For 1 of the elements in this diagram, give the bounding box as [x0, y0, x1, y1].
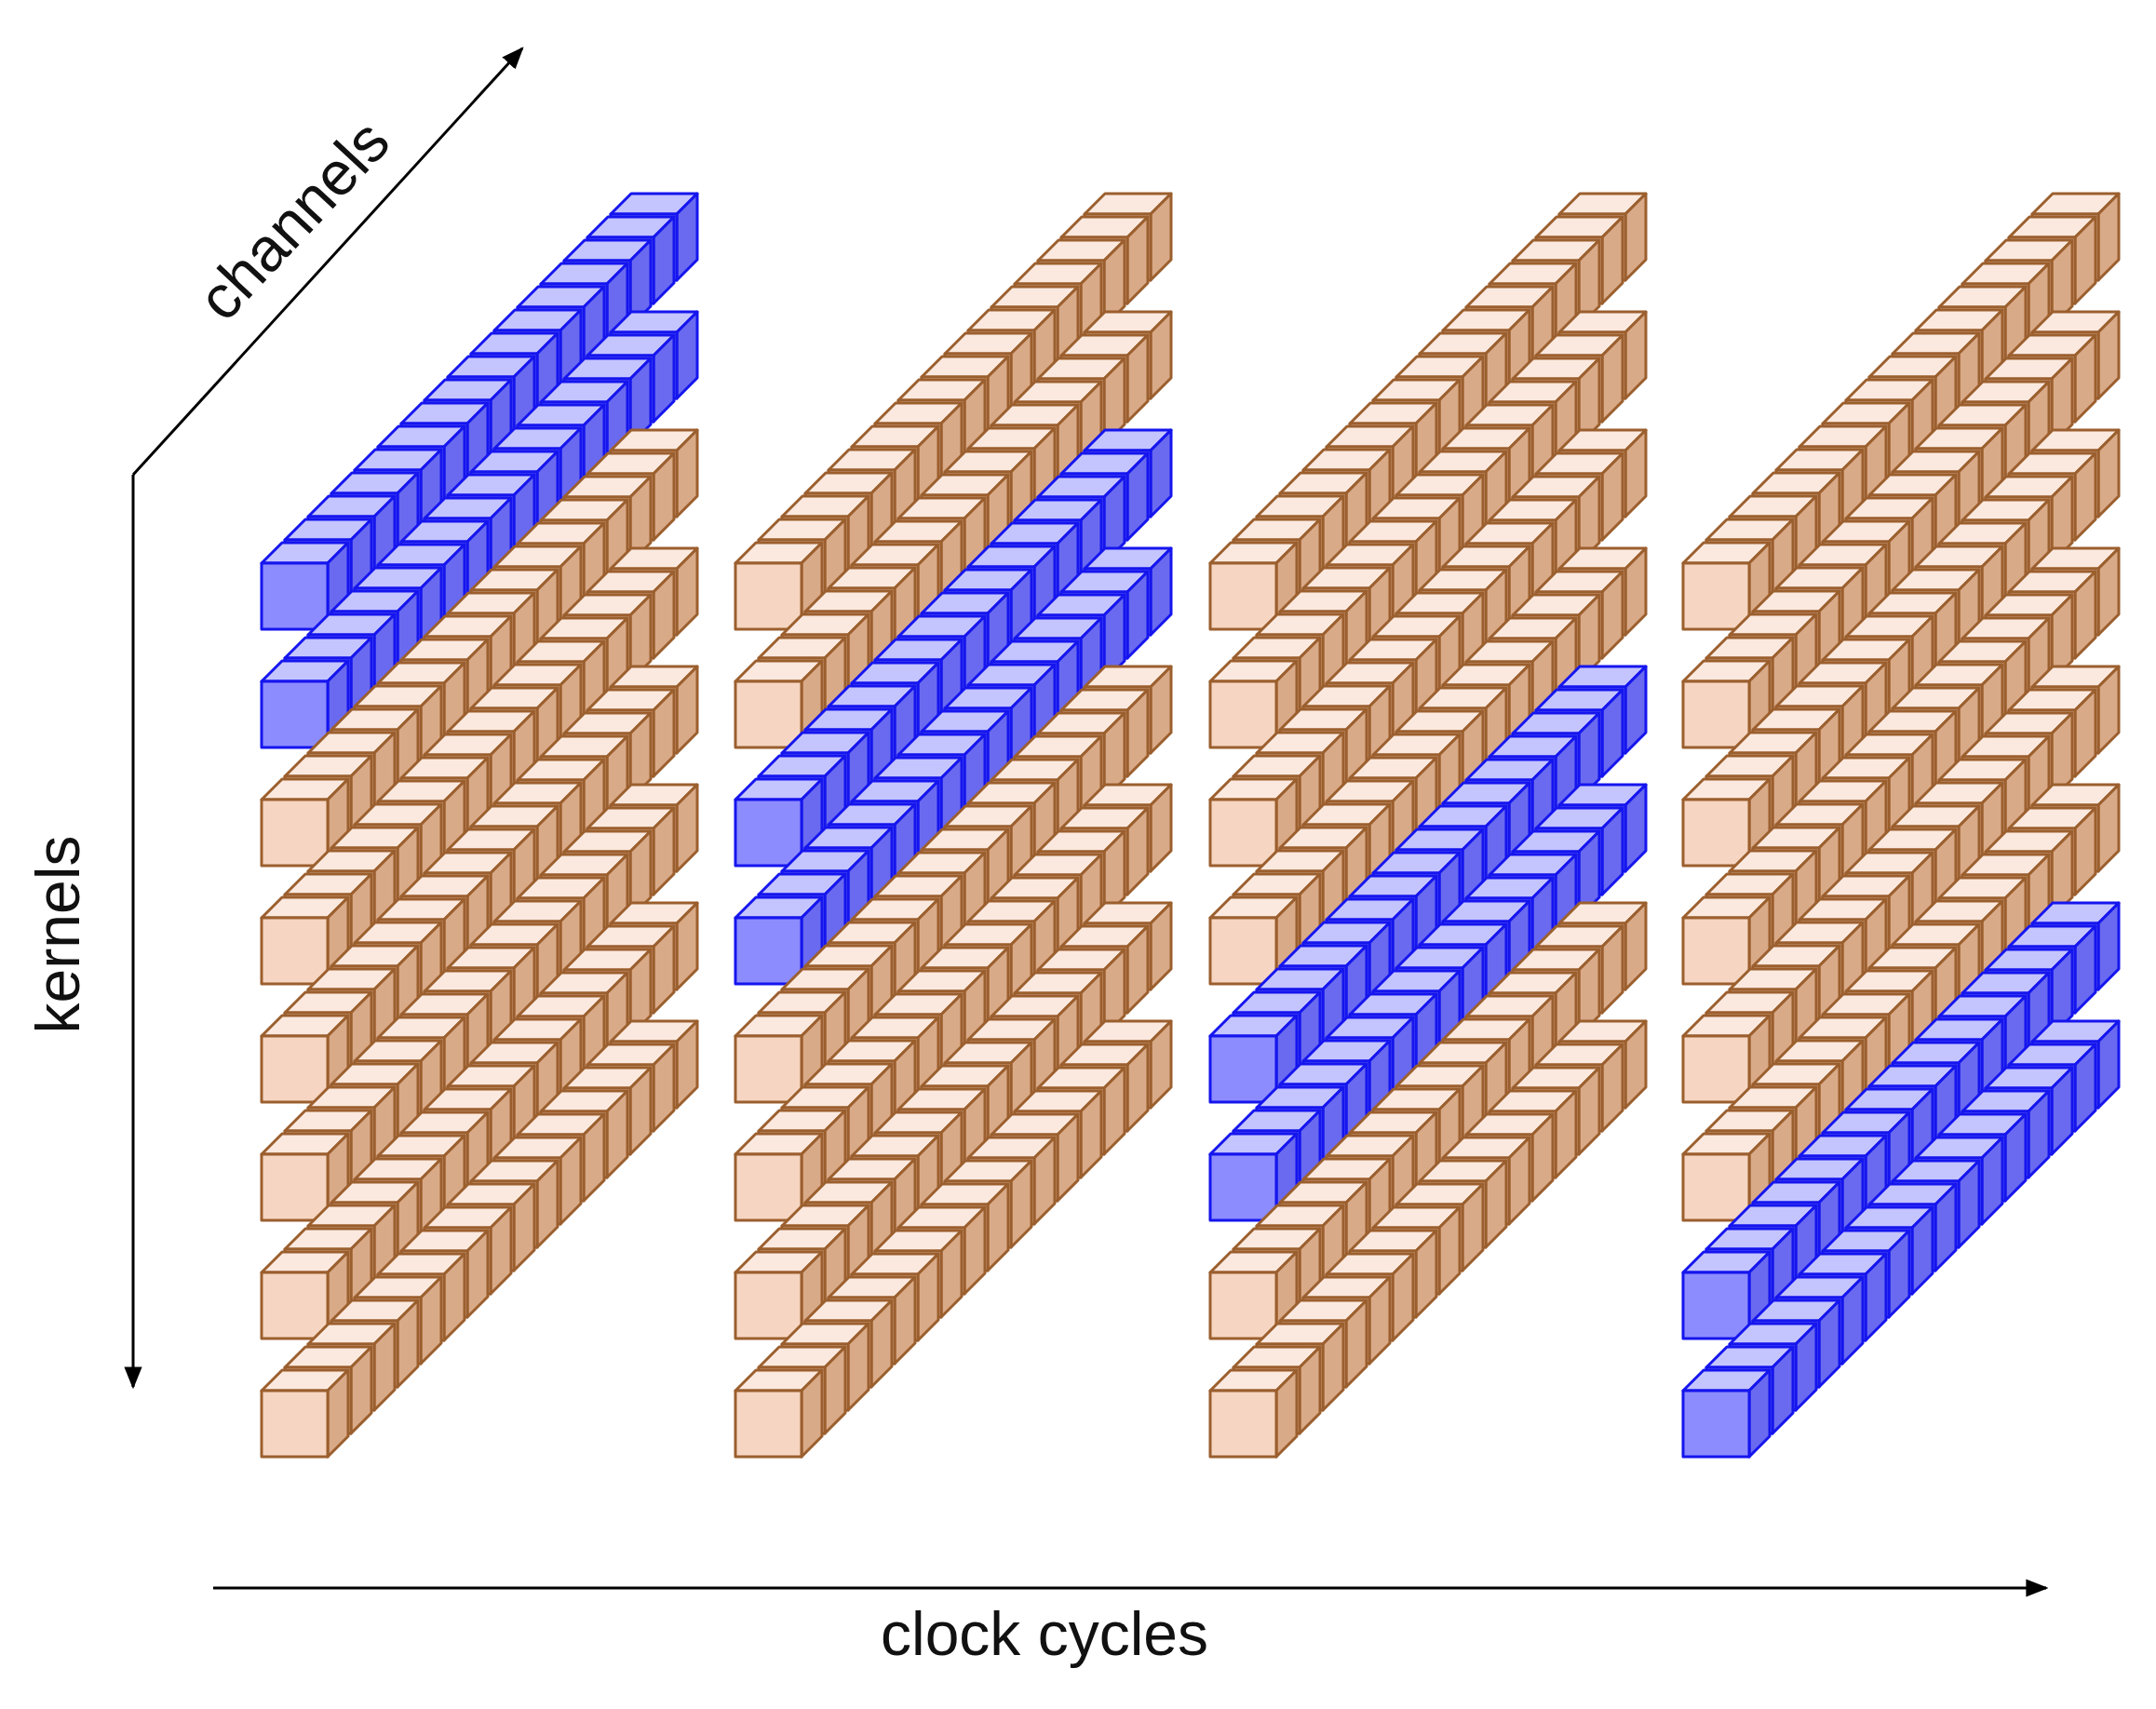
axis-label: kernels [26, 835, 88, 1034]
